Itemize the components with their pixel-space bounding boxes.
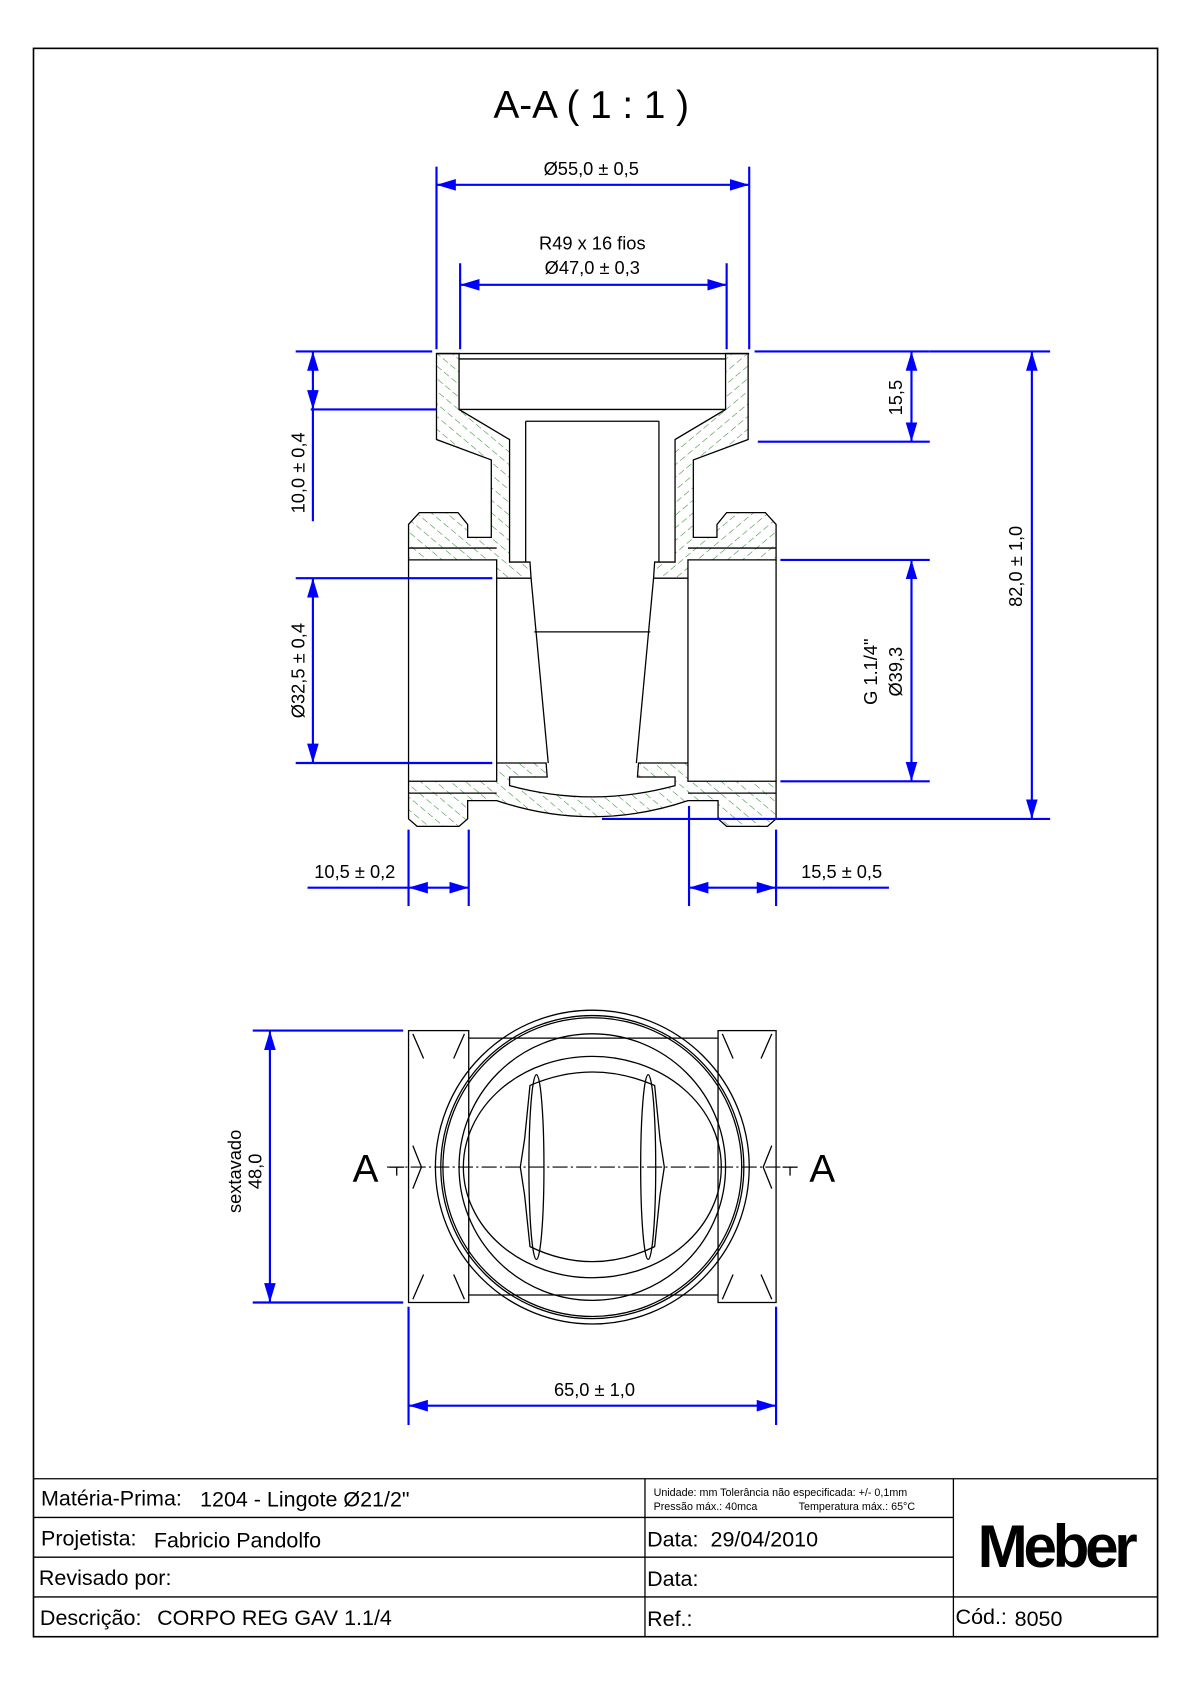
dimension-text: Ø39,3: [885, 647, 906, 697]
dimension-total-height: 82,0 ± 1,0: [601, 350, 1051, 820]
dimension-thread-diameter: R49 x 16 fios Ø47,0 ± 0,3: [459, 232, 728, 350]
dimension-text: 10,0 ± 0,4: [287, 432, 308, 513]
dimension-text: Ø47,0 ± 0,3: [545, 257, 640, 278]
body-upper-left: [407, 352, 532, 579]
dimension-right-hex-width: 15,5 ± 0,5: [687, 805, 889, 906]
dimension-thread-depth-left: 10,0 ± 0,4: [287, 350, 437, 522]
description-label: Descrição:: [40, 1606, 141, 1630]
review-date-label: Data:: [647, 1567, 698, 1591]
dimension-text: 15,5 ± 0,5: [801, 861, 882, 882]
ref-label: Ref.:: [647, 1607, 692, 1631]
title-block: Matéria-Prima: 1204 - Lingote Ø21/2" Pro…: [33, 1478, 1158, 1637]
dimension-hex-size: sextavado 48,0: [224, 1029, 404, 1304]
date-label: Data:: [647, 1527, 698, 1551]
material-label: Matéria-Prima:: [41, 1487, 182, 1511]
material-value: 1204 - Lingote Ø21/2": [200, 1488, 410, 1512]
hex-label: sextavado: [224, 1130, 245, 1213]
description-value: CORPO REG GAV 1.1/4: [157, 1606, 392, 1630]
dimension-left-hex-width: 10,5 ± 0,2: [307, 829, 470, 906]
dimension-top-height-right: 15,5: [754, 350, 930, 443]
dimension-overall-length: 65,0 ± 1,0: [407, 1306, 778, 1426]
notes-line-2a: Pressão máx.: 40mca: [654, 1501, 758, 1513]
designer-value: Fabricio Pandolfo: [154, 1529, 321, 1553]
thread-spec-text: R49 x 16 fios: [539, 232, 646, 253]
date-value: 29/04/2010: [711, 1527, 819, 1551]
body-upper-right: [652, 352, 777, 579]
code-label: Cód.:: [956, 1605, 1007, 1629]
dimension-text: 15,5: [885, 380, 906, 416]
drawing-border: [32, 47, 1159, 1638]
body-bottom: [407, 762, 777, 828]
notes-line-1: Unidade: mm Tolerância não especificada:…: [654, 1487, 908, 1499]
section-marker-left: A: [353, 1148, 379, 1191]
section-marker-right: A: [809, 1148, 835, 1191]
plan-view: [387, 1009, 798, 1325]
code-value: 8050: [1015, 1607, 1063, 1631]
dimension-text: 82,0 ± 1,0: [1005, 526, 1026, 607]
section-title: A-A ( 1 : 1 ): [493, 84, 689, 127]
notes-line-2b: Temperatura máx.: 65°C: [799, 1501, 916, 1513]
reviewed-label: Revisado por:: [39, 1566, 172, 1590]
section-view: [407, 352, 777, 828]
dimension-side-thread: G 1.1/4" Ø39,3: [780, 558, 930, 783]
dimension-bore-diameter-left: Ø32,5 ± 0,4: [287, 577, 493, 765]
dimension-text: 48,0: [244, 1154, 265, 1190]
designer-label: Projetista:: [41, 1526, 137, 1550]
meber-logo: Meber: [978, 1513, 1138, 1580]
dimension-text: 65,0 ± 1,0: [554, 1379, 635, 1400]
dimension-top-outer-diameter: Ø55,0 ± 0,5: [435, 158, 751, 350]
dimension-text: G 1.1/4": [860, 638, 881, 704]
dimension-text: Ø55,0 ± 0,5: [544, 158, 639, 179]
dimension-text: 10,5 ± 0,2: [314, 861, 395, 882]
dimension-text: Ø32,5 ± 0,4: [287, 623, 308, 718]
